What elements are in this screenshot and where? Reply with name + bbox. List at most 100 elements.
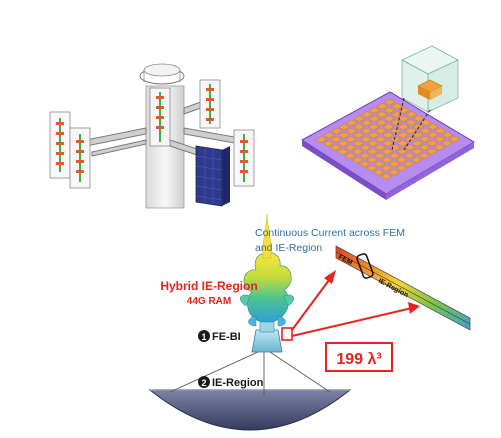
patch-element <box>374 127 388 135</box>
radiation-pattern <box>239 213 295 327</box>
unit-cell-inset <box>401 45 459 113</box>
patch-element <box>404 127 417 135</box>
patch-element <box>397 123 410 131</box>
interface-box <box>356 253 374 279</box>
patch-element <box>380 164 393 172</box>
patch-element <box>344 136 358 143</box>
patch-element <box>426 123 440 131</box>
reflector-dish <box>148 389 352 431</box>
patch-element <box>396 139 409 147</box>
marker-1-number: 1 <box>201 332 206 342</box>
patch-element <box>359 144 372 151</box>
patch-element <box>402 160 416 168</box>
patch-element <box>345 127 358 135</box>
patch-element <box>426 139 439 147</box>
patch-element <box>412 123 425 131</box>
patch-element <box>410 148 424 155</box>
patch-element <box>373 152 386 160</box>
patch-element <box>403 144 416 151</box>
volume-value: 199 λ³ <box>336 351 381 368</box>
patch-element <box>367 123 380 131</box>
ram-label: 44G RAM <box>187 296 231 307</box>
patch-element <box>375 119 388 127</box>
patch-element <box>383 98 396 106</box>
patch-element <box>403 152 416 160</box>
patch-element <box>344 144 357 151</box>
inset-leader-left <box>391 97 405 151</box>
patch-element <box>315 136 328 143</box>
right-antenna-panel <box>233 129 255 187</box>
patch-element <box>382 131 395 139</box>
patch-element <box>365 164 378 172</box>
patch-element <box>367 131 380 139</box>
patch-element <box>418 144 431 151</box>
patch-element <box>330 136 343 143</box>
patch-grid <box>315 98 461 180</box>
marker-2-number: 2 <box>201 378 206 388</box>
patch-element <box>412 115 425 122</box>
hybrid-title: Hybrid IE-Region <box>160 279 257 293</box>
patch-element <box>366 148 379 156</box>
patch-element <box>388 160 401 168</box>
patch-element <box>380 173 393 180</box>
volume-box <box>325 342 393 372</box>
patch-element <box>380 156 394 164</box>
patch-element <box>336 148 350 156</box>
patch-element <box>396 131 410 139</box>
patch-element <box>375 111 388 118</box>
patch-element <box>419 127 432 135</box>
patch-element <box>405 111 418 118</box>
patch-element <box>448 135 461 143</box>
patch-element <box>426 131 439 139</box>
patch-element <box>372 168 386 176</box>
upper-right-antenna-panel <box>199 79 221 129</box>
patch-element <box>396 148 409 155</box>
patch-element <box>419 119 432 126</box>
patch-element <box>418 152 431 159</box>
inset-leader-right <box>403 109 431 151</box>
patch-element <box>382 123 395 131</box>
patch-element <box>358 152 372 160</box>
patch-element <box>360 119 373 127</box>
arrow-to-volume <box>291 307 413 337</box>
patch-element <box>440 139 454 147</box>
patch-element <box>381 148 394 155</box>
patch-element <box>410 156 423 164</box>
feed-horn <box>251 319 283 353</box>
patch-element <box>373 160 386 168</box>
marker-2-label: IE-Region <box>212 377 264 389</box>
patch-element <box>398 106 411 114</box>
patch-element <box>338 123 351 131</box>
patch-element <box>337 131 350 139</box>
pole-antenna-panel <box>149 87 171 147</box>
patch-element <box>390 102 404 110</box>
patch-element <box>330 127 343 135</box>
patch-element <box>344 152 357 160</box>
patch-element <box>374 135 387 143</box>
patch-element <box>404 135 417 143</box>
patch-element <box>425 148 438 155</box>
patch-element <box>404 119 418 127</box>
patch-element <box>389 135 402 143</box>
patch-element <box>395 156 408 164</box>
patch-element <box>337 140 350 147</box>
arrow-to-inset <box>291 275 333 331</box>
patch-element <box>418 135 432 143</box>
fem-ie-strip-inset <box>335 245 471 331</box>
patch-element <box>395 164 408 172</box>
patch-element <box>434 127 447 135</box>
patch-element <box>433 135 446 143</box>
patch-element <box>381 140 394 147</box>
patch-element <box>387 168 400 176</box>
patch-array-model <box>301 45 475 200</box>
patch-element <box>390 119 403 127</box>
blue-array-panel <box>195 145 230 207</box>
patch-element <box>352 123 366 131</box>
patch-element <box>366 156 379 164</box>
left-antenna-panels <box>49 111 91 189</box>
marker-2-circle <box>198 376 210 388</box>
patch-element <box>382 115 396 122</box>
patch-element <box>383 107 396 114</box>
patch-element <box>359 135 372 143</box>
